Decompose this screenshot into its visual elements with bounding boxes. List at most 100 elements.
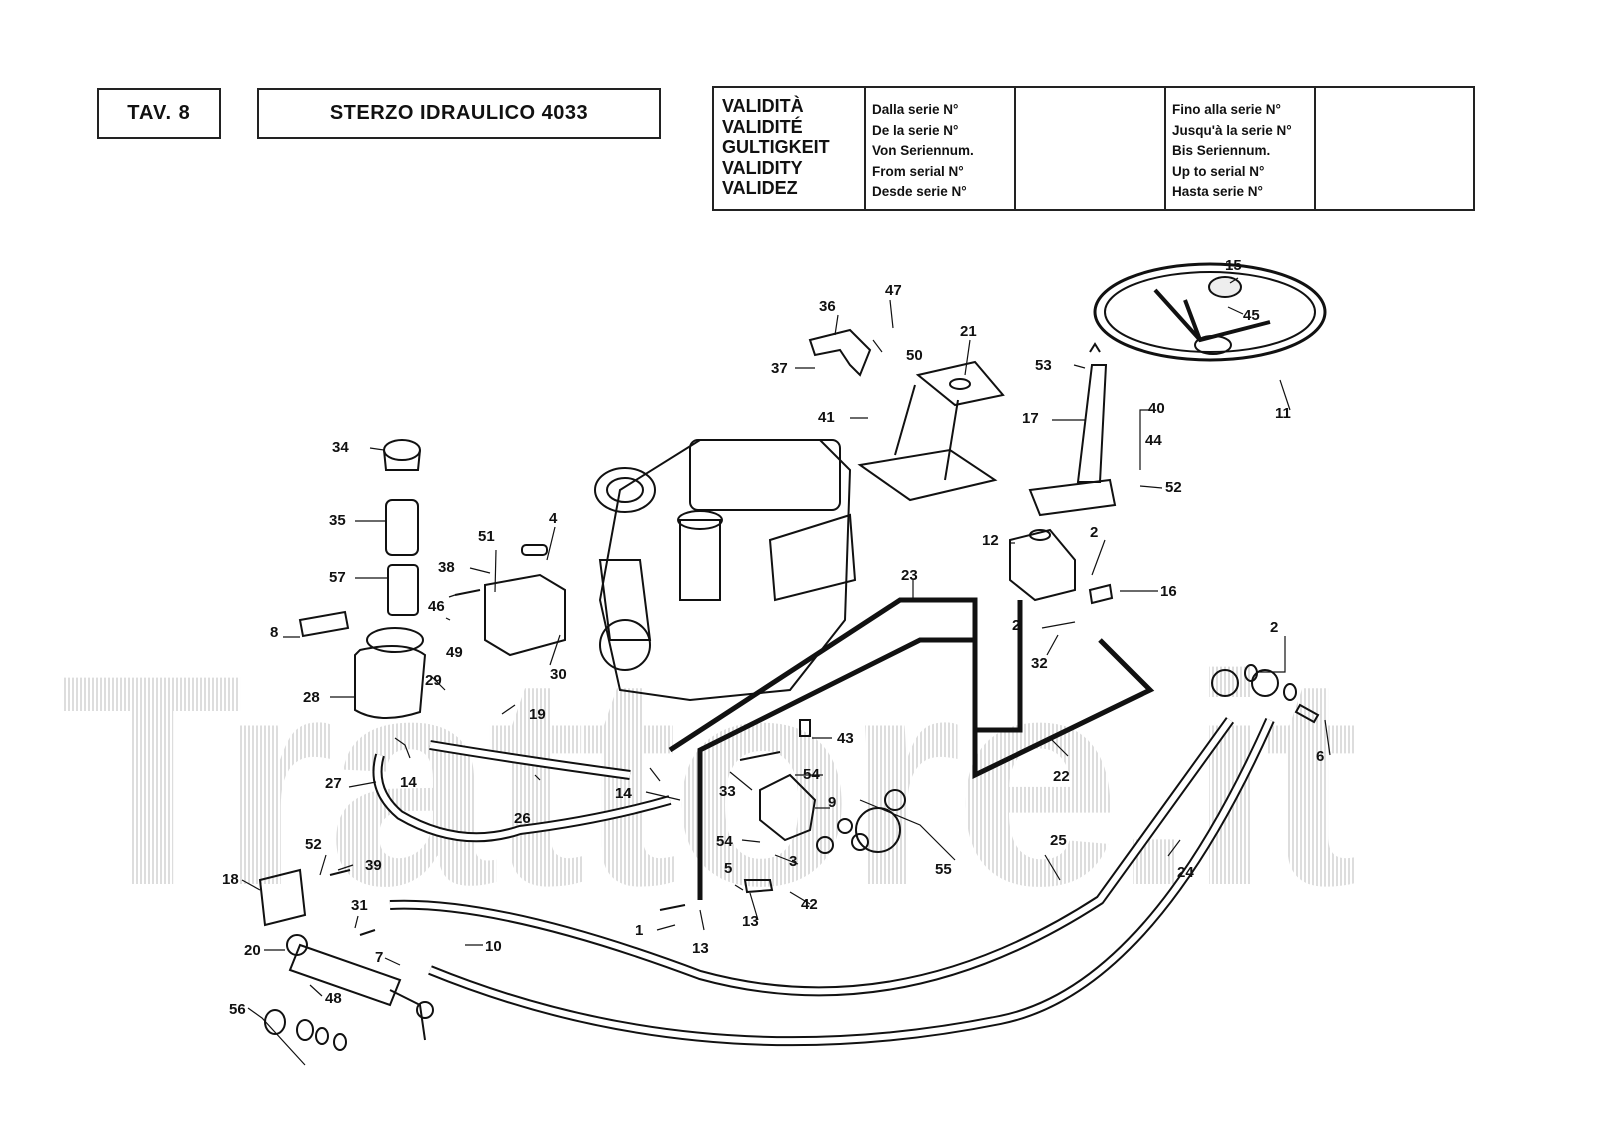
- callout-11: 11: [1275, 405, 1291, 422]
- validity-lang: VALIDITY: [722, 157, 803, 178]
- callout-32: 32: [1031, 655, 1048, 672]
- oil-tank-drawing: [298, 439, 427, 720]
- validity-languages: VALIDITÀ VALIDITÉ GULTIGKEIT VALIDITY VA…: [722, 96, 830, 199]
- callout-2: 2: [1012, 617, 1020, 634]
- callout-18: 18: [222, 871, 239, 888]
- rigid-pipes-drawing: [668, 597, 1155, 900]
- callout-49: 49: [446, 644, 463, 661]
- callout-53: 53: [1035, 357, 1052, 374]
- engine-drawing: [594, 439, 857, 702]
- callout-17: 17: [1022, 410, 1039, 427]
- callout-55: 55: [935, 861, 952, 878]
- callout-20: 20: [244, 942, 261, 959]
- callout-48: 48: [325, 990, 342, 1007]
- callout-52: 52: [305, 836, 322, 853]
- callout-13: 13: [692, 940, 709, 957]
- callout-22: 22: [1053, 768, 1070, 785]
- steering-column-drawing: [1028, 342, 1117, 517]
- validity-from-labels: Dalla serie N° De la serie N° Von Serien…: [872, 100, 974, 203]
- plate-number-text: TAV. 8: [127, 102, 191, 124]
- from-label: De la serie N°: [872, 122, 959, 138]
- callout-19: 19: [529, 706, 546, 723]
- callout-25: 25: [1050, 832, 1067, 849]
- callout-39: 39: [365, 857, 382, 874]
- callout-26: 26: [514, 810, 531, 827]
- callout-34: 34: [332, 439, 349, 456]
- pump-drawing: [739, 719, 817, 842]
- callout-29: 29: [425, 672, 442, 689]
- callout-27: 27: [325, 775, 342, 792]
- steering-unit-drawing: [1009, 528, 1114, 605]
- page-title-text: STERZO IDRAULICO 4033: [329, 102, 589, 124]
- callout-41: 41: [818, 409, 835, 426]
- callout-13: 13: [742, 913, 759, 930]
- callout-51: 51: [478, 528, 495, 545]
- callout-36: 36: [819, 298, 836, 315]
- callout-57: 57: [329, 569, 346, 586]
- callout-31: 31: [351, 897, 368, 914]
- to-label: Up to serial N°: [1172, 163, 1265, 179]
- callout-46: 46: [428, 598, 445, 615]
- callout-44: 44: [1145, 432, 1162, 449]
- hoses-drawing: [372, 717, 1275, 1047]
- plate-number: TAV. 8: [97, 88, 221, 139]
- callout-16: 16: [1160, 583, 1177, 600]
- callout-3: 3: [789, 853, 797, 870]
- callout-54: 54: [716, 833, 733, 850]
- bracket-36-drawing: [808, 328, 872, 377]
- callout-52: 52: [1165, 479, 1182, 496]
- from-label: Von Seriennum.: [872, 143, 974, 158]
- fittings-drawing: [329, 664, 1320, 936]
- from-label: Dalla serie N°: [872, 102, 959, 117]
- validity-to-label-column: [1164, 88, 1316, 209]
- callout-47: 47: [885, 282, 902, 299]
- callout-6: 6: [1316, 748, 1324, 765]
- validity-lang: VALIDITÉ: [722, 116, 803, 137]
- validity-to-labels: Fino alla serie N° Jusqu'à la serie N° B…: [1172, 100, 1292, 203]
- callout-35: 35: [329, 512, 346, 529]
- validity-table: VALIDITÀ VALIDITÉ GULTIGKEIT VALIDITY VA…: [712, 86, 1475, 211]
- from-label: Desde serie N°: [872, 184, 967, 199]
- validity-lang: VALIDEZ: [722, 178, 798, 198]
- callout-23: 23: [901, 567, 918, 584]
- callout-4: 4: [549, 510, 558, 527]
- parts-drawings: [258, 262, 1327, 1051]
- callout-38: 38: [438, 559, 455, 576]
- cylinder-drawing: [258, 868, 434, 1051]
- callout-42: 42: [801, 896, 818, 913]
- leader-lines: [241, 277, 1331, 1066]
- callout-2: 2: [1270, 619, 1278, 636]
- to-label: Bis Seriennum.: [1172, 143, 1271, 158]
- to-label: Fino alla serie N°: [1172, 102, 1281, 117]
- callout-10: 10: [485, 938, 502, 955]
- to-label: Jusqu'à la serie N°: [1172, 122, 1292, 138]
- callout-56: 56: [229, 1001, 246, 1018]
- validity-lang: GULTIGKEIT: [722, 137, 830, 157]
- to-label: Hasta serie N°: [1172, 184, 1263, 199]
- validity-from-value-column: [1014, 88, 1166, 209]
- callout-40: 40: [1148, 400, 1165, 417]
- from-label: From serial N°: [872, 163, 964, 179]
- validity-from-label-column: [864, 88, 1016, 209]
- callout-45: 45: [1243, 307, 1260, 324]
- steering-wheel-drawing: [1093, 262, 1327, 362]
- callout-28: 28: [303, 689, 320, 706]
- callout-2: 2: [1090, 524, 1098, 541]
- callout-1: 1: [635, 922, 643, 939]
- callout-15: 15: [1225, 257, 1242, 274]
- callout-7: 7: [375, 949, 383, 966]
- validity-lang: VALIDITÀ: [722, 96, 804, 116]
- callout-37: 37: [771, 360, 788, 377]
- callout-21: 21: [960, 323, 977, 340]
- bracket-21-drawing: [857, 360, 1005, 502]
- callout-33: 33: [719, 783, 736, 800]
- bracket-30-drawing: [454, 544, 566, 657]
- callout-12: 12: [982, 532, 999, 549]
- watermark: Trattore.it: [60, 612, 1364, 948]
- part-callouts: 1 2 2 2 3 4 5 6 7 8 9 10 11 12 13 13 14 …: [222, 257, 1324, 1018]
- callout-50: 50: [906, 347, 923, 364]
- callout-9: 9: [828, 794, 836, 811]
- callout-30: 30: [550, 666, 567, 683]
- callout-14: 14: [400, 774, 417, 791]
